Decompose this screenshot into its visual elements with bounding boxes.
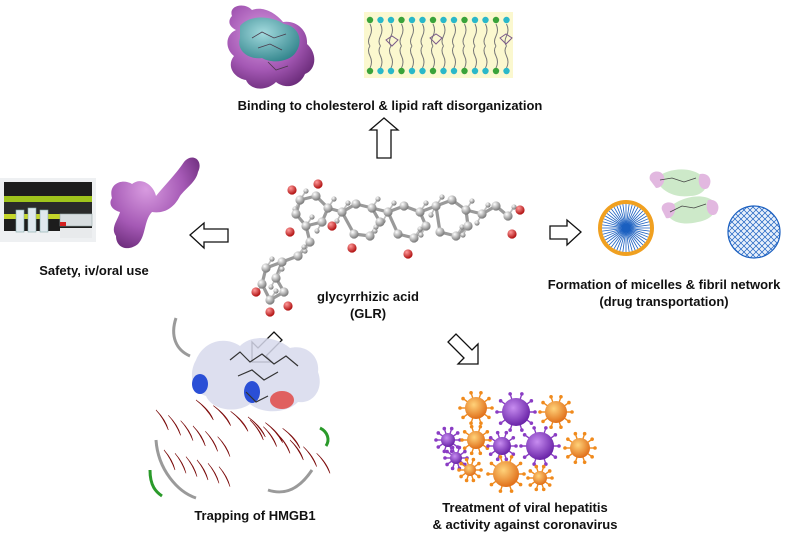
micelle-image [598,200,654,256]
glycyrrhizic-acid-ball-and-stick [251,179,525,317]
arrow-left-icon [189,221,229,250]
arrow-down-right-icon [447,333,479,365]
arrow-up-icon [368,117,400,159]
label-hmgb1: Trapping of HMGB1 [194,508,316,523]
label-viral-line2: & activity against coronavirus [432,517,618,532]
molecule-name: glycyrrhizic acid [317,289,419,304]
label-micelles-line1: Formation of micelles & fibril network [547,277,781,292]
fibril-network-sphere [727,205,781,259]
glr-molecular-surface [110,157,200,249]
lipid-bilayer-image [364,12,513,78]
hmgb1-protein-image [148,317,331,500]
label-micelles-line2: (drug transportation) [599,294,729,309]
label-safety: Safety, iv/oral use [39,263,149,278]
molecule-abbreviation: (GLR) [349,306,387,321]
fibril-dimer-image [649,169,719,224]
cholesterol-complex-image [227,5,315,89]
label-viral: Treatment of viral hepatitis & activity … [410,499,640,533]
arrow-right-icon [549,218,582,247]
molecule-name-label: glycyrrhizic acid (GLR) [302,288,434,322]
virus-particles-image [434,390,597,493]
label-micelles: Formation of micelles & fibril network (… [536,276,790,310]
drug-product-photo [0,178,96,242]
label-viral-line1: Treatment of viral hepatitis [442,500,608,515]
label-lipid-raft: Binding to cholesterol & lipid raft diso… [237,98,543,113]
